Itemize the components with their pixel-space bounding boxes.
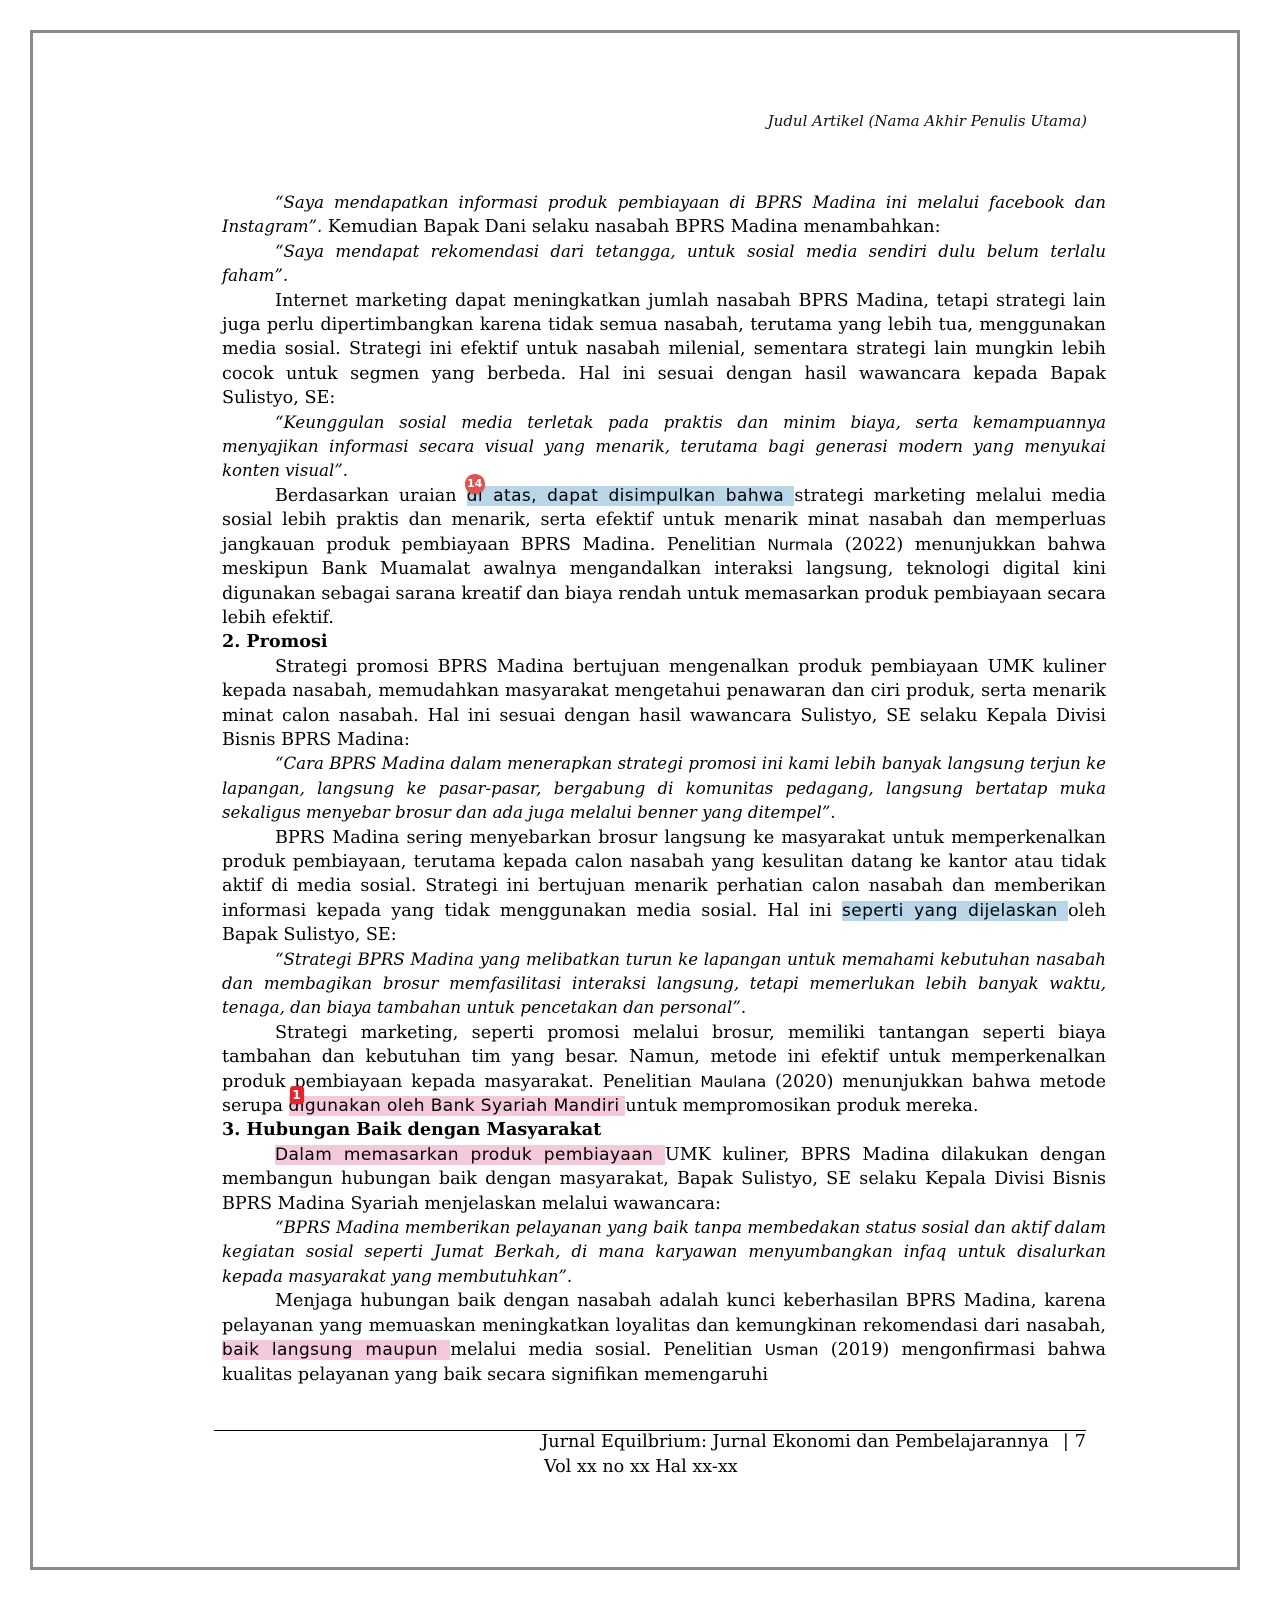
paragraph-text: Berdasarkan uraian	[275, 485, 467, 506]
citation-author: Nurmala	[767, 535, 834, 554]
journal-name: Jurnal Equilbrium: Jurnal Ekonomi dan Pe…	[541, 1432, 1049, 1452]
paragraph: Internet marketing dapat meningkatkan ju…	[222, 290, 1106, 409]
paragraph-text: Kemudian Bapak Dani selaku nasabah BPRS …	[322, 217, 941, 238]
section-title: Promosi	[246, 631, 328, 653]
section-number: 2.	[222, 631, 241, 653]
interview-quote: “Strategi BPRS Madina yang melibatkan tu…	[222, 949, 1106, 1018]
running-header: Judul Artikel (Nama Akhir Penulis Utama)	[767, 112, 1087, 130]
footer-journal-line: Jurnal Equilbrium: Jurnal Ekonomi dan Pe…	[541, 1432, 1086, 1452]
highlighted-text: Dalam memasarkan produk pembiayaan	[275, 1144, 665, 1165]
paragraph-text: BPRS Madina sering menyebarkan brosur la…	[222, 827, 1106, 921]
page-number: 7	[1074, 1432, 1086, 1452]
paragraph-text: melalui media sosial. Penelitian	[450, 1340, 765, 1361]
highlighted-text: di atas, dapat disimpulkan bahwa	[466, 485, 795, 506]
highlighted-text: baik langsung maupun	[222, 1340, 451, 1361]
paragraph-text: UMK kuliner, BPRS Madina dilakukan denga…	[222, 1144, 1107, 1214]
citation-author: Usman	[764, 1341, 819, 1360]
section-number: 3.	[222, 1119, 241, 1141]
interview-quote: “Saya mendapat rekomendasi dari tetangga…	[222, 241, 1106, 286]
document-body: “Saya mendapatkan informasi produk pembi…	[222, 191, 1106, 1387]
inline-quote: “Saya mendapatkan informasi produk pembi…	[222, 193, 1106, 237]
highlighted-text: seperti yang dijelaskan	[841, 900, 1069, 921]
paragraph-text: Strategi marketing, seperti promosi mela…	[222, 1022, 1106, 1092]
paragraph: Menjaga hubungan baik dengan nasabah ada…	[222, 1289, 1106, 1387]
footer-divider	[214, 1430, 1086, 1431]
comment-count-badge[interactable]: 14	[464, 473, 485, 494]
section-title: Hubungan Baik dengan Masyarakat	[246, 1119, 602, 1141]
footer-volume: Vol xx no xx Hal xx-xx	[544, 1457, 738, 1477]
comment-count-badge[interactable]: 1	[289, 1086, 304, 1105]
paragraph: “Saya mendapatkan informasi produk pembi…	[222, 191, 1106, 240]
highlight-annotation[interactable]: seperti yang dijelaskan	[841, 900, 1069, 921]
paragraph-text: strategi marketing melalui media sosial …	[222, 485, 1106, 555]
paragraph-text: oleh Bapak Sulistyo, SE:	[222, 900, 1106, 946]
section-heading: 2.Promosi	[222, 630, 1106, 654]
highlighted-text: digunakan oleh Bank Syariah Mandiri	[288, 1096, 626, 1117]
paragraph: BPRS Madina sering menyebarkan brosur la…	[222, 826, 1106, 948]
paragraph-text: (2019) mengonfirmasi bahwa kualitas pela…	[222, 1340, 1106, 1385]
interview-quote: “Keunggulan sosial media terletak pada p…	[222, 412, 1106, 481]
citation-author: Maulana	[700, 1072, 767, 1091]
paragraph-text: (2020) menunjukkan bahwa metode serupa	[222, 1071, 1106, 1117]
highlight-annotation[interactable]: baik langsung maupun	[222, 1340, 451, 1361]
footer-separator: |	[1062, 1432, 1069, 1452]
section-heading: 3.Hubungan Baik dengan Masyarakat	[222, 1118, 1106, 1142]
paragraph-text: untuk mempromosikan produk mereka.	[625, 1096, 979, 1117]
page-border	[30, 30, 1240, 1570]
paragraph: Dalam memasarkan produk pembiayaan UMK k…	[222, 1143, 1106, 1216]
paragraph: Strategi marketing, seperti promosi mela…	[222, 1021, 1106, 1119]
paragraph-text: Menjaga hubungan baik dengan nasabah ada…	[222, 1291, 1106, 1336]
paragraph: Strategi promosi BPRS Madina bertujuan m…	[222, 656, 1106, 750]
highlight-annotation[interactable]: Dalam memasarkan produk pembiayaan	[275, 1144, 665, 1165]
interview-quote: “BPRS Madina memberikan pelayanan yang b…	[222, 1218, 1106, 1286]
interview-quote: “Cara BPRS Madina dalam menerapkan strat…	[222, 754, 1106, 823]
paragraph-text: (2022) menunjukkan bahwa meskipun Bank M…	[222, 534, 1107, 628]
